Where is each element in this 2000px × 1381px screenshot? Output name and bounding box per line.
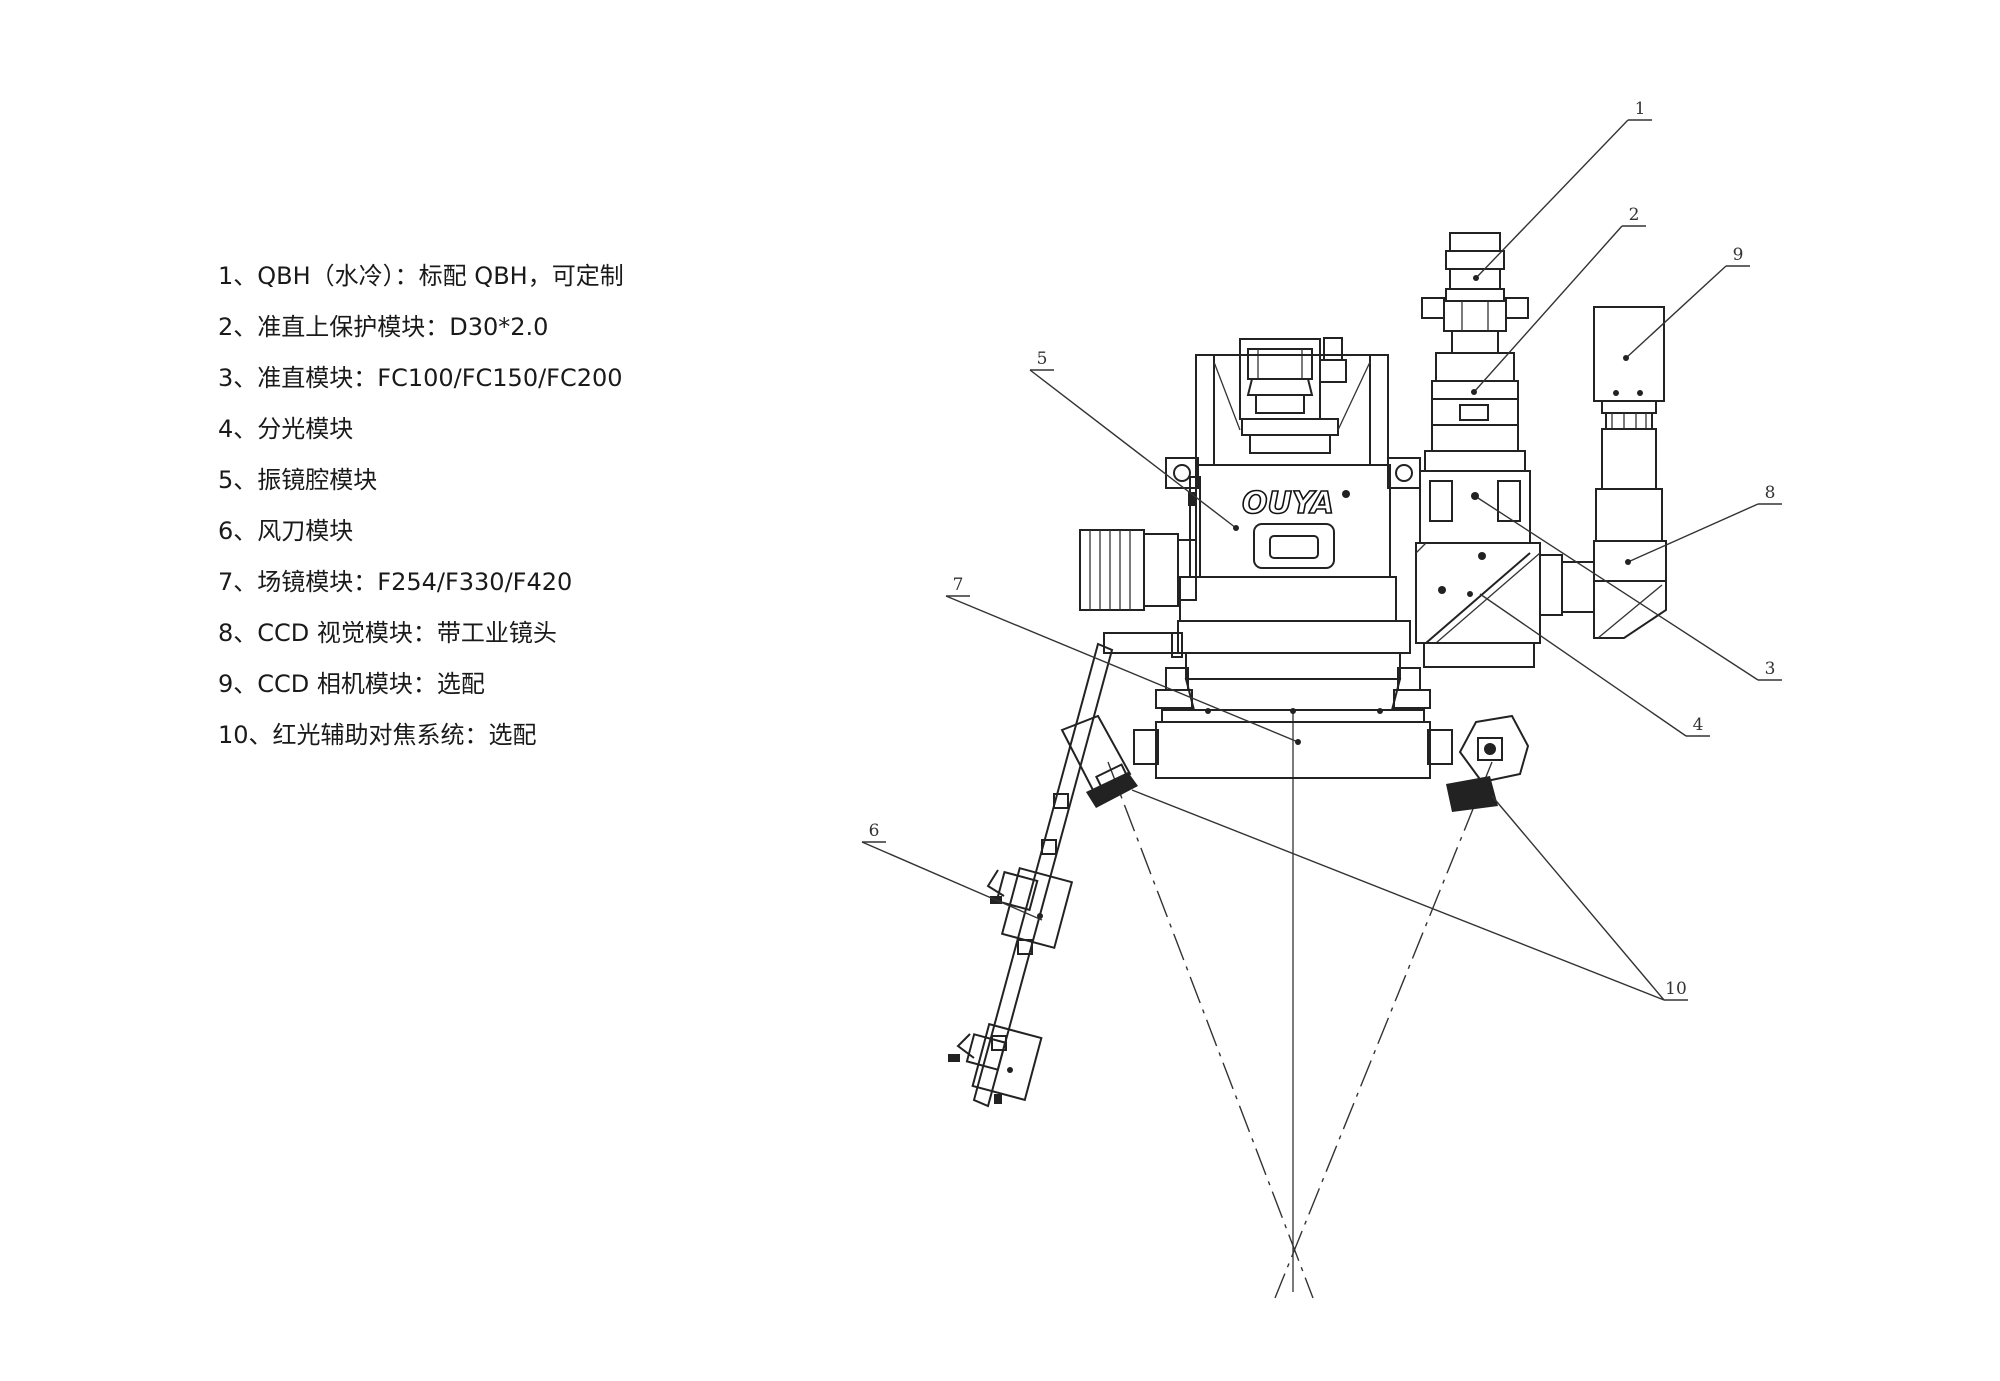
- ccd-vision-module: [1561, 540, 1667, 639]
- component-legend: 1、QBH（水冷）：标配 QBH，可定制 2、准直上保护模块：D30*2.0 3…: [218, 258, 624, 768]
- callout-4: 4: [1693, 715, 1704, 735]
- callout-10: 10: [1665, 979, 1687, 999]
- legend-item-beam-splitter: 4、分光模块: [218, 415, 354, 443]
- callout-6: 6: [869, 821, 880, 841]
- callout-3: 3: [1765, 659, 1776, 679]
- legend-item-air-knife: 6、风刀模块: [218, 517, 354, 545]
- callout-8: 8: [1765, 483, 1776, 503]
- callout-5: 5: [1037, 349, 1048, 369]
- collimation-module: [1419, 424, 1531, 544]
- ouya-logo: OUYA: [1242, 486, 1334, 521]
- leader-lines: [861, 119, 1782, 1001]
- red-light-left: [1060, 714, 1138, 808]
- legend-item-collimation: 3、准直模块：FC100/FC150/FC200: [218, 364, 623, 392]
- legend-item-red-light-focus: 10、红光辅助对焦系统：选配: [218, 721, 537, 749]
- field-lens-module: [1133, 652, 1453, 779]
- ccd-camera-module: [1593, 306, 1665, 542]
- callout-9: 9: [1733, 245, 1744, 265]
- collimation-protection-module: [1431, 352, 1519, 426]
- red-light-right: [1446, 714, 1530, 812]
- callout-7: 7: [953, 575, 964, 595]
- callout-1: 1: [1635, 99, 1646, 119]
- legend-item-ccd-vision: 8、CCD 视觉模块：带工业镜头: [218, 619, 557, 647]
- galvo-chamber-module: OUYA: [1079, 337, 1421, 658]
- legend-item-galvo-chamber: 5、振镜腔模块: [218, 466, 378, 494]
- air-knife-module: [948, 642, 1114, 1108]
- legend-item-ccd-camera: 9、CCD 相机模块：选配: [218, 670, 485, 698]
- legend-item-qbh: 1、QBH（水冷）：标配 QBH，可定制: [218, 262, 624, 290]
- callout-numbers: 1 2 9 8 3 4 5 7 6 10: [869, 99, 1776, 999]
- legend-item-field-lens: 7、场镜模块：F254/F330/F420: [218, 568, 573, 596]
- beam-lines: [1107, 712, 1493, 1299]
- callout-2: 2: [1629, 205, 1640, 225]
- qbh-module: [1421, 232, 1529, 354]
- legend-item-collimation-protection: 2、准直上保护模块：D30*2.0: [218, 313, 549, 341]
- beam-splitter-module: [1415, 542, 1563, 668]
